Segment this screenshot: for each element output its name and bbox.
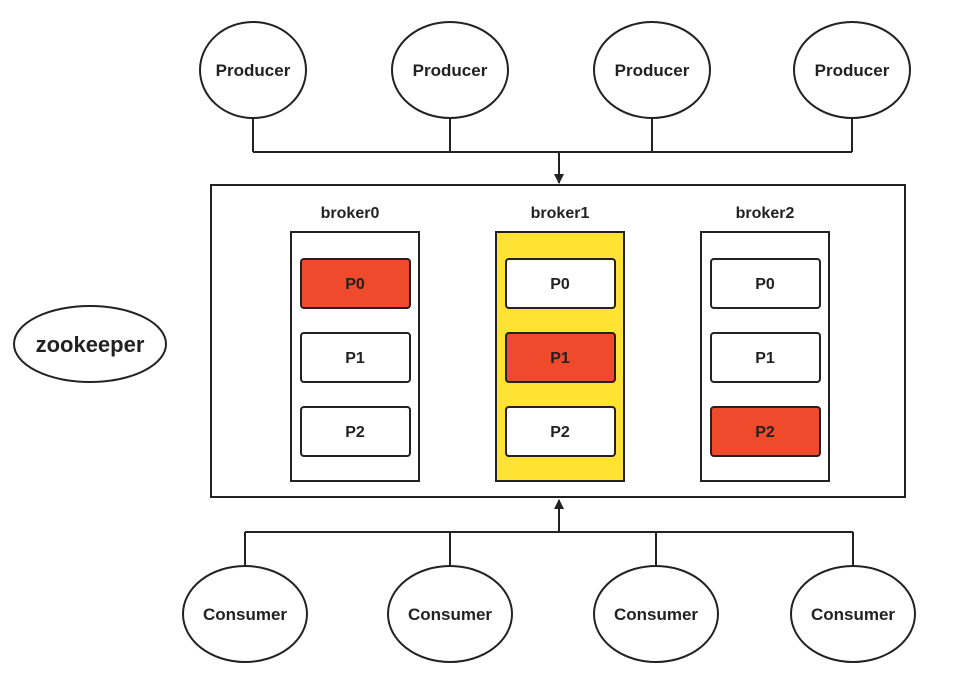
consumer-label: Consumer bbox=[811, 605, 895, 624]
producer-node: Producer bbox=[593, 21, 711, 119]
consumer-label: Consumer bbox=[408, 605, 492, 624]
broker-label: broker0 bbox=[321, 205, 380, 222]
partition-label: P1 bbox=[755, 350, 775, 367]
partition-box bbox=[710, 406, 821, 457]
partition-box bbox=[710, 332, 821, 383]
partition-p2: P2 bbox=[300, 406, 411, 457]
zookeeper-label: zookeeper bbox=[36, 332, 145, 357]
broker-label: broker2 bbox=[736, 205, 795, 222]
partition-p2: P2 bbox=[710, 406, 821, 457]
partition-box bbox=[505, 406, 616, 457]
consumer-node: Consumer bbox=[790, 565, 916, 663]
producer-node: Producer bbox=[391, 21, 509, 119]
partition-p1: P1 bbox=[710, 332, 821, 383]
partition-box bbox=[710, 258, 821, 309]
broker-0: broker0 P0 P1 P2 bbox=[290, 205, 420, 482]
consumer-label: Consumer bbox=[614, 605, 698, 624]
producer-label: Producer bbox=[413, 61, 488, 80]
partition-box bbox=[505, 332, 616, 383]
partition-label: P0 bbox=[345, 276, 365, 293]
producer-label: Producer bbox=[216, 61, 291, 80]
partition-box bbox=[300, 332, 411, 383]
producer-node: Producer bbox=[199, 21, 307, 119]
producer-label: Producer bbox=[615, 61, 690, 80]
consumer-node: Consumer bbox=[182, 565, 308, 663]
broker-1: broker1 P0 P1 P2 bbox=[495, 205, 625, 482]
producer-connectors bbox=[252, 117, 853, 184]
partition-box bbox=[505, 258, 616, 309]
consumer-label: Consumer bbox=[203, 605, 287, 624]
broker-2: broker2 P0 P1 P2 bbox=[700, 205, 830, 482]
producer-label: Producer bbox=[815, 61, 890, 80]
partition-label: P1 bbox=[550, 350, 570, 367]
partition-label: P2 bbox=[550, 424, 570, 441]
partition-label: P2 bbox=[345, 424, 365, 441]
partition-p0: P0 bbox=[300, 258, 411, 309]
producer-node: Producer bbox=[793, 21, 911, 119]
partition-p1: P1 bbox=[505, 332, 616, 383]
consumer-node: Consumer bbox=[387, 565, 513, 663]
partition-box bbox=[300, 258, 411, 309]
broker-label: broker1 bbox=[531, 205, 590, 222]
partition-p0: P0 bbox=[505, 258, 616, 309]
partition-label: P0 bbox=[755, 276, 775, 293]
partition-box bbox=[300, 406, 411, 457]
consumer-node: Consumer bbox=[593, 565, 719, 663]
partition-p2: P2 bbox=[505, 406, 616, 457]
partition-label: P0 bbox=[550, 276, 570, 293]
partition-label: P1 bbox=[345, 350, 365, 367]
partition-p1: P1 bbox=[300, 332, 411, 383]
consumer-connectors bbox=[244, 499, 854, 567]
zookeeper-node: zookeeper bbox=[13, 305, 167, 383]
partition-label: P2 bbox=[755, 424, 775, 441]
partition-p0: P0 bbox=[710, 258, 821, 309]
